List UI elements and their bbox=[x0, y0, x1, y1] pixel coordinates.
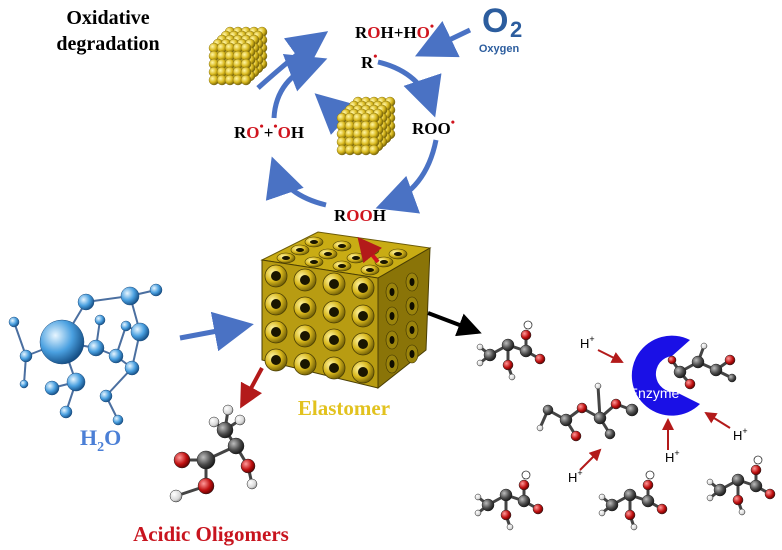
arrow-to-roh bbox=[256, 31, 329, 90]
water-molecule-network-icon bbox=[8, 283, 163, 426]
acidic-oligomer-molecule-icon bbox=[169, 404, 258, 503]
arrow-elastomer-to-oligomers bbox=[240, 367, 264, 409]
arrow-rooh-to-ro bbox=[265, 156, 327, 208]
proton-label-1: H+ bbox=[580, 334, 595, 351]
roh-ho-label: ROH+HO• bbox=[355, 19, 434, 42]
degradation-molecules bbox=[474, 320, 776, 531]
title-line1: Oxidative bbox=[66, 7, 149, 29]
elastomer-label: Elastomer bbox=[298, 396, 390, 420]
ro-oh-label: RO•+•OH bbox=[234, 119, 304, 142]
arrow-water-to-elastomer bbox=[179, 311, 254, 352]
gold-nanocube-top bbox=[208, 26, 268, 86]
enzyme-label: Enzyme bbox=[629, 385, 680, 401]
elastomer-cube-icon bbox=[260, 231, 432, 390]
proton-labels: H+ H+ H+ H+ bbox=[568, 334, 748, 485]
proton-arrows bbox=[579, 349, 731, 471]
oxygen-logo: O 2 Oxygen bbox=[479, 2, 522, 55]
proton-label-4: H+ bbox=[568, 468, 583, 485]
proton-arrow-2 bbox=[704, 411, 731, 429]
proton-arrow-4 bbox=[579, 448, 602, 471]
roo-radical-label: ROO• bbox=[412, 115, 455, 138]
enzyme-icon: Enzyme bbox=[629, 335, 700, 416]
arrow-elastomer-to-enzyme bbox=[427, 311, 482, 337]
rooh-label: ROOH bbox=[334, 206, 386, 225]
oxygen-label: Oxygen bbox=[479, 43, 520, 55]
arrow-elastomer-to-rooh bbox=[357, 236, 382, 264]
arrow-r-to-roo bbox=[377, 59, 442, 118]
arrow-oxygen-in bbox=[414, 21, 472, 58]
proton-label-3: H+ bbox=[665, 448, 680, 465]
proton-label-2: H+ bbox=[733, 426, 748, 443]
title-line2: degradation bbox=[56, 33, 159, 55]
gold-nanocube-center bbox=[336, 96, 396, 156]
r-radical-label: R• bbox=[361, 49, 377, 72]
oxygen-symbol: O bbox=[482, 2, 508, 40]
arrow-roo-to-rooh bbox=[375, 139, 439, 214]
oxygen-subscript: 2 bbox=[510, 17, 522, 42]
acidic-oligomers-label: Acidic Oligomers bbox=[133, 522, 289, 546]
proton-arrow-1 bbox=[597, 349, 624, 363]
water-label: H2O bbox=[80, 425, 121, 455]
